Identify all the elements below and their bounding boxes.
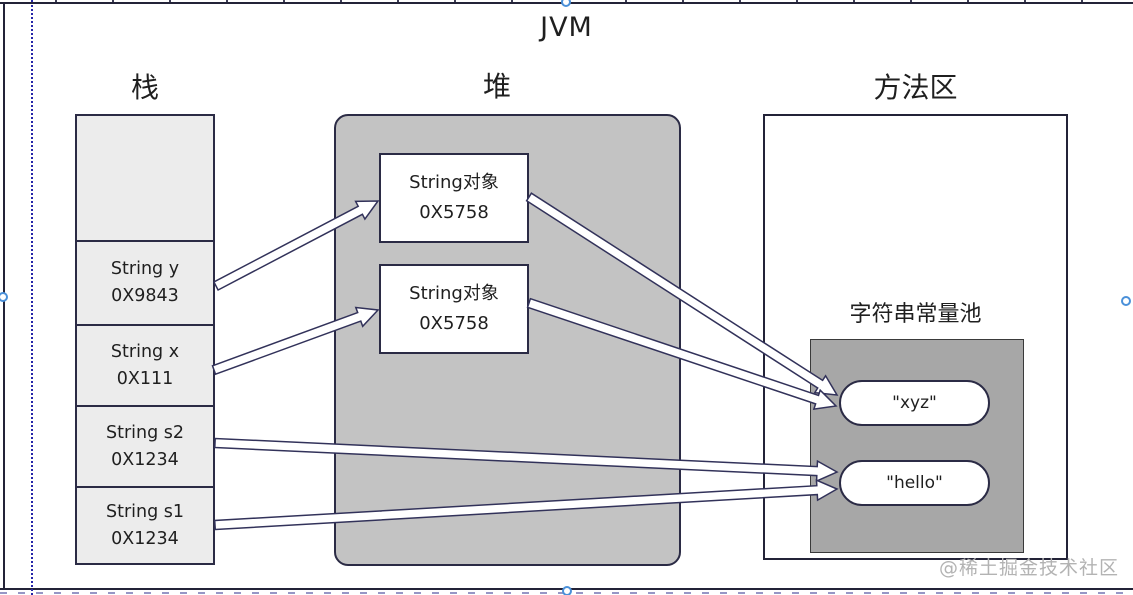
constant-text: "xyz" — [892, 393, 937, 413]
constant-text: "hello" — [886, 473, 943, 493]
selection-handle-right[interactable] — [1121, 296, 1131, 306]
stack-cell-line: 0X1234 — [111, 449, 179, 470]
heap-label: 堆 — [482, 70, 511, 103]
heap-object-line: 0X5758 — [419, 313, 489, 334]
stack-cell-line: String s2 — [105, 422, 185, 443]
stack-label: 栈 — [130, 71, 159, 104]
stack-cell-string-x: String x 0X111 — [77, 324, 213, 405]
constant-hello: "hello" — [839, 460, 990, 506]
left-dotted-guide — [31, 0, 33, 595]
selection-handle-bottom[interactable] — [562, 586, 572, 595]
stack-cell-string-s1: String s1 0X1234 — [77, 486, 213, 563]
selection-handle-left[interactable] — [0, 292, 8, 302]
string-constant-pool-label: 字符串常量池 — [849, 302, 982, 327]
stack-cell-empty — [77, 116, 213, 240]
string-constant-pool-box — [810, 339, 1024, 553]
stack-cell-string-y: String y 0X9843 — [77, 240, 213, 324]
stack-cell-line: 0X1234 — [111, 528, 179, 549]
heap-object-line: String对象 — [409, 283, 499, 304]
stack-cell-line: String x — [110, 341, 180, 362]
heap-object-line: String对象 — [409, 172, 499, 193]
stack-box: String y 0X9843 String x 0X111 String s2… — [75, 114, 215, 565]
page-title: JVM — [540, 12, 593, 43]
method-area-label: 方法区 — [873, 71, 958, 104]
stack-cell-line: 0X9843 — [111, 286, 179, 306]
watermark: @稀土掘金技术社区 — [938, 557, 1119, 579]
stack-cell-line: String y — [110, 259, 180, 279]
constant-xyz: "xyz" — [839, 380, 990, 426]
heap-object-line: 0X5758 — [419, 202, 489, 223]
heap-string-object-2: String对象 0X5758 — [379, 264, 529, 354]
selection-handle-top[interactable] — [561, 0, 571, 7]
stack-cell-line: 0X111 — [116, 368, 174, 389]
stack-cell-line: String s1 — [105, 501, 185, 522]
stack-cell-string-s2: String s2 0X1234 — [77, 405, 213, 486]
heap-string-object-1: String对象 0X5758 — [379, 153, 529, 243]
